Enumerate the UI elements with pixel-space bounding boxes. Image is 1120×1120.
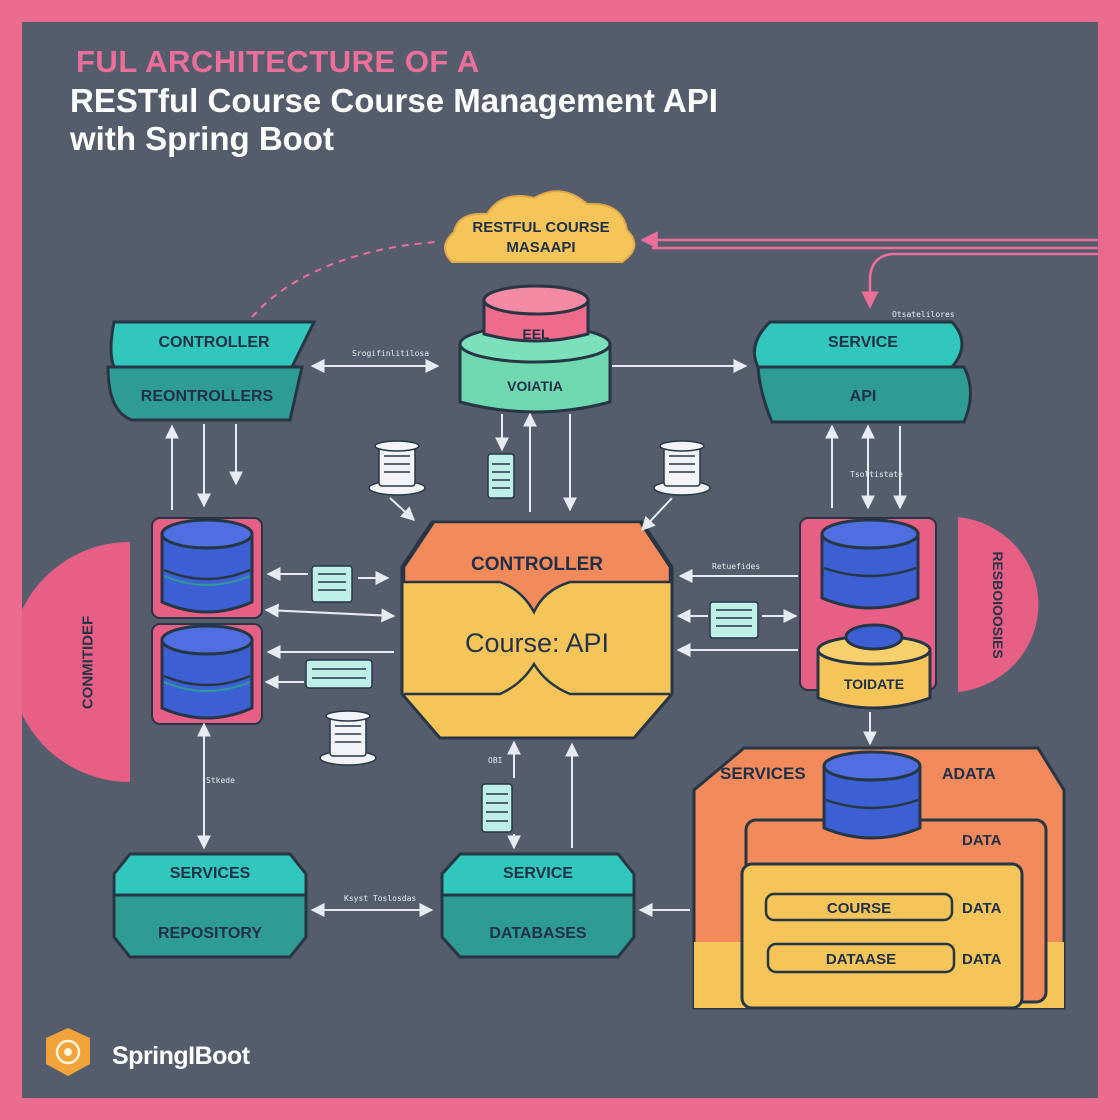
keypad-icon-1 (487, 453, 515, 499)
spring-boot-logo-icon (46, 1028, 90, 1076)
pink-arrow-to-service (861, 252, 1098, 309)
annotation-2: Otsatelilores (892, 310, 955, 319)
services-repository-shape (112, 852, 308, 959)
data-panel-shape (692, 746, 1066, 1010)
service-box-subtitle: API (849, 388, 877, 405)
top-db-top-label: EEL (522, 326, 550, 342)
controller-box-title: CONTROLLER (158, 334, 270, 351)
right-arc-shape (958, 517, 1039, 692)
controller-box-subtitle: REONTROLLERS (140, 388, 274, 405)
cloud-label-line-2: MASAAPI (506, 239, 576, 256)
center-main-label: Course: API (464, 628, 610, 658)
doc-icon-2 (653, 440, 711, 496)
center-header-label: CONTROLLER (471, 554, 603, 575)
dashed-link-cloud-controller (251, 241, 438, 318)
brand-name: SpringIBoot (112, 1042, 250, 1070)
controller-box-shape (106, 320, 317, 422)
annotation-4: Retuefides (712, 562, 761, 571)
title-block: RESTful Course Course Management API wit… (70, 82, 718, 158)
panel-data-label-1: DATA (962, 832, 1002, 849)
connector-arrows (165, 359, 907, 917)
annotation-5: Stkede (206, 776, 235, 785)
keypad-icon-4 (481, 783, 513, 833)
service-box-title: SERVICE (828, 334, 898, 351)
doc-icon-3 (319, 710, 377, 766)
keypad-icon-5 (305, 659, 373, 689)
top-database-shape (458, 284, 612, 414)
cloud-label: RESTFUL COURSE MASAAPI (452, 218, 630, 258)
panel-adata-label: ADATA (942, 766, 996, 783)
annotation-3: Tsoltistate (850, 470, 903, 479)
diagram-canvas: FUL ARCHITECTURE OF A RESTful Course Cou… (22, 22, 1098, 1098)
keypad-icon-2 (311, 565, 353, 603)
title-line-1: FUL ARCHITECTURE OF A (76, 44, 480, 79)
doc-icon-1 (368, 440, 426, 496)
databases-label: DATABASES (489, 925, 587, 942)
center-octagon-shape (400, 520, 674, 740)
left-arc-shape (22, 542, 130, 782)
right-db-stack (799, 517, 937, 710)
annotation-1: Srogifinlitilosa (352, 349, 430, 358)
panel-data-label-3: DATA (962, 951, 1002, 968)
services-label: SERVICES (169, 865, 251, 882)
title-line-2: RESTful Course Course Management API (70, 82, 718, 119)
annotation-7: OBI (488, 756, 503, 765)
panel-data-label-2: DATA (962, 900, 1002, 917)
title-line-3: with Spring Boot (70, 120, 334, 157)
left-arc-label: CONMITIDEF (79, 615, 97, 710)
left-db-upper (151, 517, 263, 619)
cloud-label-line-1: RESTFUL COURSE (472, 219, 610, 236)
top-db-bottom-label: VOIATIA (507, 378, 563, 394)
panel-dataase-label: DATAASE (825, 951, 897, 968)
keypad-icon-3 (709, 601, 759, 639)
panel-services-label: SERVICES (720, 764, 806, 783)
diagram-graphics (22, 190, 1098, 1076)
left-db-lower (151, 623, 263, 725)
right-arc-label: RESBOIOOSIES (990, 551, 1006, 659)
service-label: SERVICE (503, 865, 573, 882)
repository-label: REPOSITORY (157, 925, 263, 942)
annotation-6: Ksyst Toslosdas (344, 894, 417, 903)
todate-label: TOIDATE (843, 676, 905, 692)
service-box-shape (753, 320, 972, 424)
service-databases-shape (440, 852, 636, 959)
cloud-shape (444, 190, 636, 263)
panel-course-label: COURSE (826, 900, 892, 917)
